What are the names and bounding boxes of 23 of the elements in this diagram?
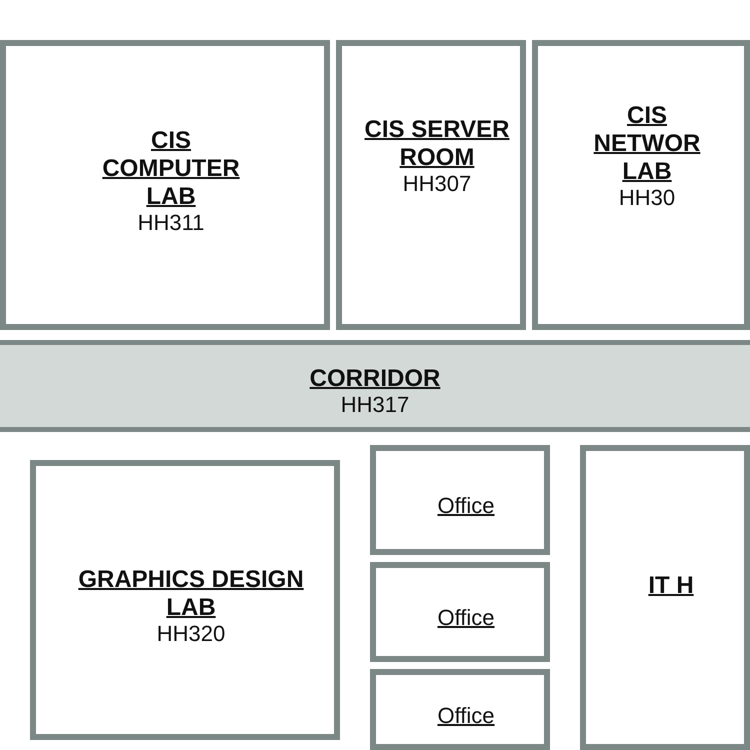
help-desk-room — [580, 445, 750, 750]
room-number: HH317 — [340, 393, 410, 417]
room-name: Office — [436, 492, 496, 520]
lab-room — [30, 460, 340, 740]
room-name: GRAPHICS DESIGN LAB — [77, 566, 305, 622]
room-name: CIS COMPUTER LAB — [101, 127, 241, 211]
room-name: CORRIDOR — [308, 365, 442, 393]
room-name: Office — [436, 702, 496, 730]
room-number: HH30 — [618, 186, 676, 210]
lab-room — [0, 40, 330, 330]
office-room — [370, 562, 550, 662]
room-name: IT H — [647, 572, 695, 600]
office-room — [370, 669, 550, 750]
lab-room — [532, 40, 750, 330]
room-name: CIS SERVER ROOM — [364, 116, 510, 172]
room-number: HH320 — [156, 622, 226, 646]
room-number: HH307 — [402, 172, 472, 196]
corridor — [0, 340, 750, 432]
office-room — [370, 445, 550, 555]
room-name: Office — [436, 604, 496, 632]
server-room — [336, 40, 526, 330]
room-number: HH311 — [136, 211, 206, 235]
room-name: CIS NETWOR LAB — [592, 102, 702, 186]
